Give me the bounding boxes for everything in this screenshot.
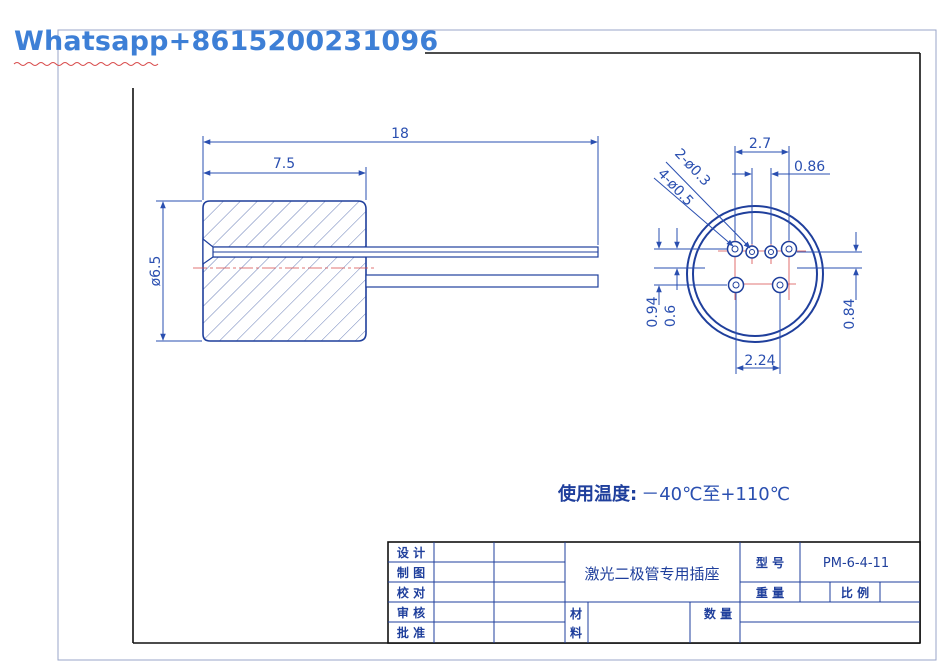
dimension-length-body bbox=[203, 167, 367, 200]
bore-channel bbox=[202, 237, 599, 266]
model-label: 型 号 bbox=[756, 555, 784, 570]
temperature-label: 使用温度 bbox=[557, 483, 631, 505]
temperature-value: －40℃至+110℃ bbox=[641, 484, 790, 505]
title-block: 设 计 制 图 校 对 审 核 批 准 激光二极管专用插座 型 号 PM-6-4… bbox=[387, 541, 921, 644]
lower-pin bbox=[365, 274, 599, 288]
temperature-note: 使用温度:－40℃至+110℃ bbox=[557, 483, 790, 505]
pin-hole bbox=[727, 276, 745, 294]
dimension-left-vertical-a-label: 0.94 bbox=[645, 296, 661, 327]
dimension-diameter bbox=[156, 200, 202, 342]
material-label-1: 材 bbox=[569, 606, 582, 621]
material-label-2: 料 bbox=[570, 625, 582, 640]
dimension-left-vertical-b-label: 0.6 bbox=[663, 305, 679, 327]
dimension-offset-right-label: 0.86 bbox=[794, 159, 825, 175]
pin-hole bbox=[764, 245, 778, 259]
pin-hole bbox=[745, 245, 759, 259]
watermark-text: Whatsapp+8615200231096 bbox=[14, 26, 439, 57]
reviewer-label: 审 核 bbox=[397, 605, 425, 620]
temperature-colon: : bbox=[630, 484, 637, 505]
dimension-right-vertical bbox=[797, 232, 862, 300]
dimension-pitch-top bbox=[734, 146, 790, 240]
hole-callout-leaders bbox=[653, 161, 751, 249]
weight-label: 重 量 bbox=[756, 585, 784, 600]
designer-label: 设 计 bbox=[397, 545, 425, 560]
end-view: 2.7 0.86 2-ø0.3 4-ø0.5 0.94 0.6 bbox=[645, 136, 862, 374]
dimension-diameter-label: ø6.5 bbox=[148, 256, 164, 287]
dimension-length-body-label: 7.5 bbox=[273, 156, 295, 172]
side-view: 18 7.5 ø6.5 bbox=[148, 126, 599, 342]
scale-label: 比 例 bbox=[841, 585, 869, 600]
dimension-offset-right bbox=[732, 168, 830, 244]
pin-hole bbox=[771, 276, 789, 294]
approver-label: 批 准 bbox=[397, 625, 425, 640]
pin-holes bbox=[726, 240, 798, 294]
dimension-length-total-label: 18 bbox=[391, 126, 409, 142]
drafter-label: 制 图 bbox=[397, 565, 425, 580]
socket-inner-circle bbox=[692, 211, 818, 337]
dimension-pitch-bottom bbox=[735, 293, 781, 374]
watermark-underline bbox=[13, 62, 159, 66]
socket-outer-circle bbox=[686, 205, 824, 343]
dimension-length-total bbox=[202, 136, 599, 245]
outer-border bbox=[57, 29, 937, 661]
dimension-pitch-top-label: 2.7 bbox=[749, 136, 771, 152]
model-value: PM-6-4-11 bbox=[823, 556, 889, 571]
checker-label: 校 对 bbox=[397, 585, 425, 600]
dimension-pitch-bottom-label: 2.24 bbox=[744, 353, 775, 369]
pin-hole bbox=[780, 240, 798, 258]
dimension-right-vertical-label: 0.84 bbox=[842, 298, 858, 329]
dimension-left-vertical bbox=[654, 228, 727, 305]
part-name: 激光二极管专用插座 bbox=[584, 565, 719, 583]
quantity-label: 数 量 bbox=[704, 606, 732, 621]
socket-body-section bbox=[202, 200, 367, 342]
